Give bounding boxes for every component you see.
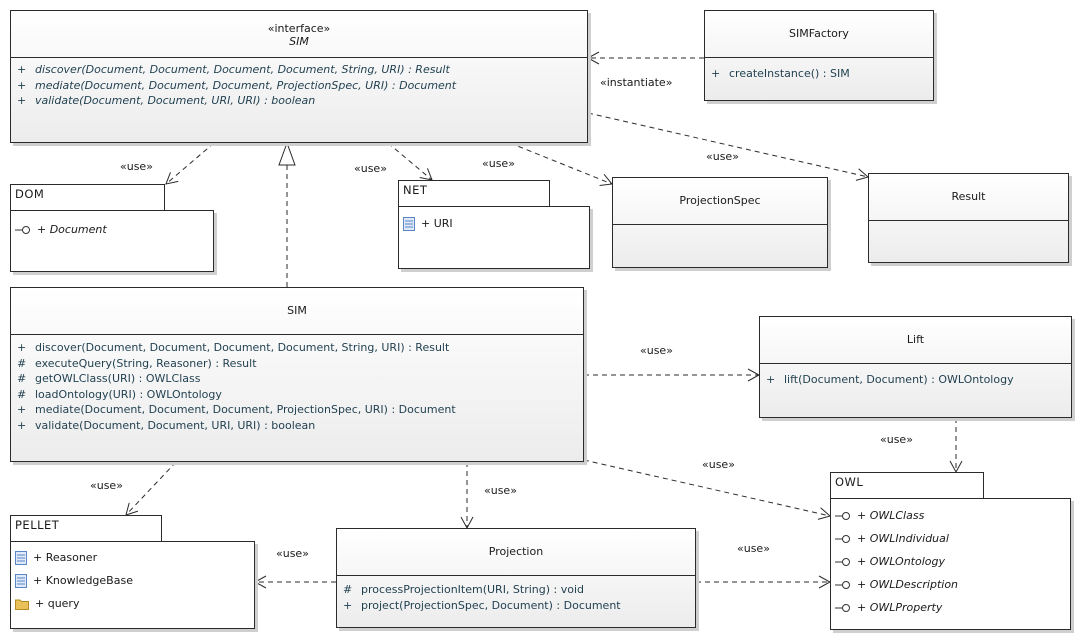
interface-operations: +discover(Document, Document, Document, … — [11, 57, 587, 113]
projection-class[interactable]: Projection #processProjectionItem(URI, S… — [336, 528, 696, 628]
net-package[interactable]: + URI — [398, 206, 590, 269]
edge-sim-use-projectionspec — [509, 142, 613, 186]
operation-row: +validate(Document, Document, URI, URI) … — [17, 94, 316, 108]
operation-row: +project(ProjectionSpec, Document) : Doc… — [343, 598, 621, 612]
class-operations: #processProjectionItem(URI, String) : vo… — [337, 575, 695, 617]
class-name: Result — [951, 190, 986, 203]
use-label: «use» — [880, 433, 913, 446]
operation-row: +discover(Document, Document, Document, … — [17, 63, 450, 76]
pellet-package[interactable]: + Reasoner + KnowledgeBase + query — [10, 541, 255, 629]
projectionspec-class[interactable]: ProjectionSpec — [612, 177, 828, 268]
interface-lollipop-icon — [835, 558, 850, 566]
operation-row: #getOWLClass(URI) : OWLClass — [17, 372, 201, 386]
operation-row: +mediate(Document, Document, Document, P… — [17, 403, 456, 417]
use-label: «use» — [354, 162, 387, 175]
operation-row: #executeQuery(String, Reasoner) : Result — [17, 356, 257, 370]
operation-row: #loadOntology(URI) : OWLOntology — [17, 387, 222, 401]
use-label: «use» — [482, 157, 515, 170]
operation-row: +discover(Document, Document, Document, … — [17, 341, 450, 354]
interface-lollipop-icon — [835, 512, 850, 520]
package-name: NET — [403, 183, 428, 197]
interface-lollipop-icon — [15, 226, 30, 234]
edge-sim-use-dom — [165, 142, 215, 185]
net-package-tab: NET — [398, 180, 550, 206]
lift-class[interactable]: Lift +lift(Document, Document) : OWLOnto… — [759, 316, 1072, 418]
class-list-icon — [15, 551, 27, 565]
folder-icon — [15, 599, 29, 610]
operation-row: +mediate(Document, Document, Document, P… — [17, 78, 457, 92]
package-item: + Reasoner — [15, 549, 97, 567]
class-operations: +lift(Document, Document) : OWLOntology — [760, 363, 1071, 392]
instantiate-label: «instantiate» — [600, 76, 673, 89]
sim-class[interactable]: SIM +discover(Document, Document, Docume… — [10, 287, 584, 462]
use-label: «use» — [706, 150, 739, 163]
package-item: + OWLIndividual — [835, 530, 949, 548]
use-label: «use» — [484, 484, 517, 497]
edge-simclass-use-owl — [539, 449, 832, 520]
simfactory-class[interactable]: SIMFactory +createInstance() : SIM — [704, 10, 934, 101]
pellet-package-tab: PELLET — [10, 515, 162, 541]
class-name: ProjectionSpec — [679, 194, 761, 207]
use-label: «use» — [702, 458, 735, 471]
dom-package[interactable]: + Document — [10, 210, 214, 272]
package-item: + OWLClass — [835, 507, 924, 525]
package-item: + query — [15, 595, 79, 613]
package-item: + OWLDescription — [835, 576, 958, 594]
use-label: «use» — [276, 547, 309, 560]
package-name: PELLET — [15, 518, 60, 532]
class-name: SIMFactory — [789, 27, 849, 40]
operation-row: +createInstance() : SIM — [711, 67, 850, 80]
realization-triangle — [278, 141, 296, 166]
operation-row: +lift(Document, Document) : OWLOntology — [766, 373, 1014, 386]
interface-lollipop-icon — [835, 535, 850, 543]
operation-row: +validate(Document, Document, URI, URI) … — [17, 418, 316, 432]
class-list-icon — [403, 217, 415, 231]
owl-package[interactable]: + OWLClass + OWLIndividual + OWLOntology… — [830, 498, 1071, 630]
edge-sim-use-net — [387, 142, 433, 181]
package-item: + KnowledgeBase — [15, 572, 133, 590]
interface-stereotype: «interface» — [267, 22, 331, 35]
use-label: «use» — [120, 160, 153, 173]
owl-package-tab: OWL — [830, 472, 984, 498]
package-item: + OWLProperty — [835, 599, 942, 617]
result-class[interactable]: Result — [868, 173, 1069, 263]
class-list-icon — [15, 574, 27, 588]
class-operations: +createInstance() : SIM — [705, 57, 933, 86]
class-name: SIM — [287, 304, 307, 317]
use-label: «use» — [737, 542, 770, 555]
interface-lollipop-icon — [835, 581, 850, 589]
interface-name: SIM — [289, 35, 309, 48]
class-operations: +discover(Document, Document, Document, … — [11, 334, 583, 438]
package-name: DOM — [15, 187, 45, 201]
package-name: OWL — [835, 475, 864, 489]
use-label: «use» — [640, 344, 673, 357]
use-label: «use» — [90, 479, 123, 492]
edge-simclass-use-pellet — [125, 461, 177, 516]
class-name: Lift — [906, 333, 925, 346]
package-item: + Document — [15, 221, 107, 239]
sim-interface-class[interactable]: «interface» SIM +discover(Document, Docu… — [10, 10, 588, 143]
dom-package-tab: DOM — [10, 184, 165, 210]
operation-row: #processProjectionItem(URI, String) : vo… — [343, 583, 585, 596]
class-name: Projection — [488, 545, 544, 558]
package-item: + URI — [403, 215, 453, 233]
edge-sim-use-result — [587, 112, 870, 181]
interface-lollipop-icon — [835, 604, 850, 612]
package-item: + OWLOntology — [835, 553, 945, 571]
